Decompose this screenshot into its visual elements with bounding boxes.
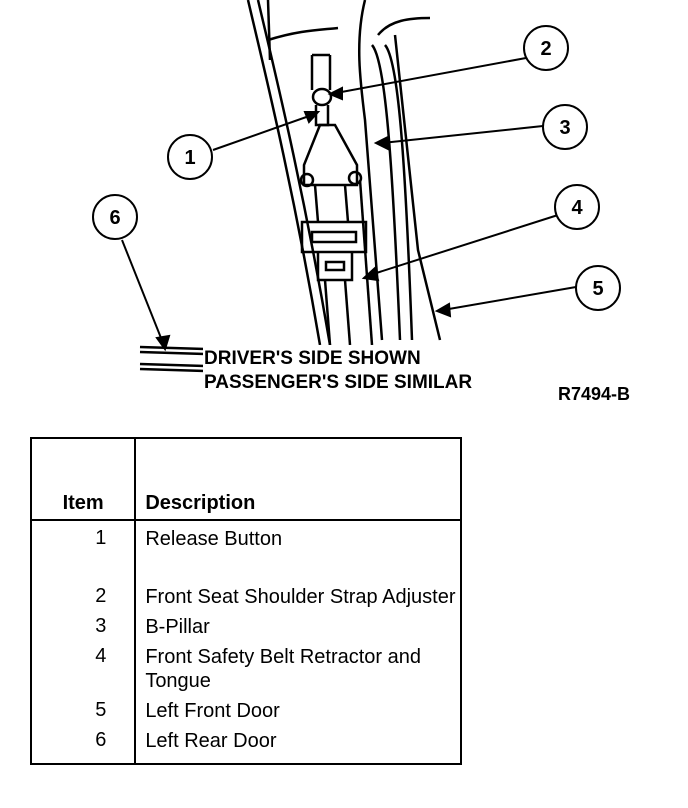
callout-circle-5 [575,265,621,311]
item-number: 2 [31,579,137,609]
belt-strap [313,184,320,223]
belt-strap [343,184,350,223]
table-row: 1 Release Button [31,520,461,579]
callout-circle-3 [542,104,588,150]
table-row: 2 Front Seat Shoulder Strap Adjuster [31,579,461,609]
arrow-head [373,135,389,151]
callout-number-3: 3 [559,117,570,139]
callout-number-2: 2 [540,38,551,60]
belt-tongue-slot [310,230,358,244]
leader-4 [369,214,559,276]
table-row: 6 Left Rear Door [31,723,461,764]
rear-door-edge [139,367,206,373]
belt-strap [323,279,332,346]
d-ring-bolt [299,172,315,188]
callout-circle-4 [554,184,600,230]
table-row: 4 Front Safety Belt Retractor and Tongue [31,639,461,693]
belt-tongue [316,252,354,282]
retractor-line [358,179,374,346]
item-description: Release Button [145,528,283,550]
d-ring-bolt [347,170,363,186]
belt-tongue [300,220,368,254]
release-button [314,105,330,127]
leader-1 [212,114,313,151]
item-description: Left Rear Door [145,730,277,752]
item-number: 6 [31,723,137,764]
pillar-line [370,44,402,341]
item-description: Front Seat Shoulder Strap Adjuster [145,586,456,608]
callout-number-1: 1 [184,147,195,169]
callout-circle-2 [523,25,569,71]
belt-strap [343,279,352,346]
item-description: Front Safety Belt Retractor and Tongue [145,646,421,692]
item-column-header: Item [31,438,137,521]
shoulder-strap-adjuster [311,87,333,107]
item-number: 5 [31,693,137,723]
seatbelt-diagram: 1 2 3 4 5 6 DRIVER'S SIDE SHOWN PASSENGE… [92,0,630,404]
item-description: B-Pillar [145,616,210,638]
pillar-line [393,34,442,341]
arrow-head [327,86,343,101]
door-frame-line [267,26,339,42]
door-frame-line [256,0,332,346]
d-ring [302,123,359,187]
leader-2 [335,57,527,94]
callout-circle-1 [167,134,213,180]
callout-number-6: 6 [109,207,120,229]
description-column-header: Description [135,438,461,521]
pillar-line [357,0,384,341]
rear-door-edge [139,350,206,356]
arrow-head [303,111,321,124]
arrow-head [434,302,452,318]
table-row: 5 Left Front Door [31,693,461,723]
pillar-line [377,16,431,36]
rear-door-edge [139,362,206,368]
door-frame-line [266,0,272,61]
rear-door-edge [139,345,206,351]
table-row: 3 B-Pillar [31,609,461,639]
door-frame-line [246,0,322,346]
item-number: 1 [31,520,137,579]
figure-reference: R7494-B [558,384,630,404]
item-number: 3 [31,609,137,639]
legend-table: Item Description 1 Release Button 2 Fron… [30,437,462,765]
arrow-head [155,334,171,352]
caption-driver-side: DRIVER'S SIDE SHOWN [204,348,421,369]
belt-tongue-window [324,260,346,272]
item-description: Left Front Door [145,700,280,722]
item-number: 4 [31,639,137,693]
callout-number-4: 4 [571,197,583,219]
callout-number-5: 5 [592,278,603,300]
arrow-head [361,266,380,282]
callout-circle-6 [92,194,138,240]
pillar-line [383,44,414,341]
leader-3 [381,125,544,144]
leader-5 [442,286,577,311]
caption-passenger-side: PASSENGER'S SIDE SIMILAR [204,372,472,393]
legend-header-row: Item Description [31,438,461,521]
leader-6 [121,239,164,344]
